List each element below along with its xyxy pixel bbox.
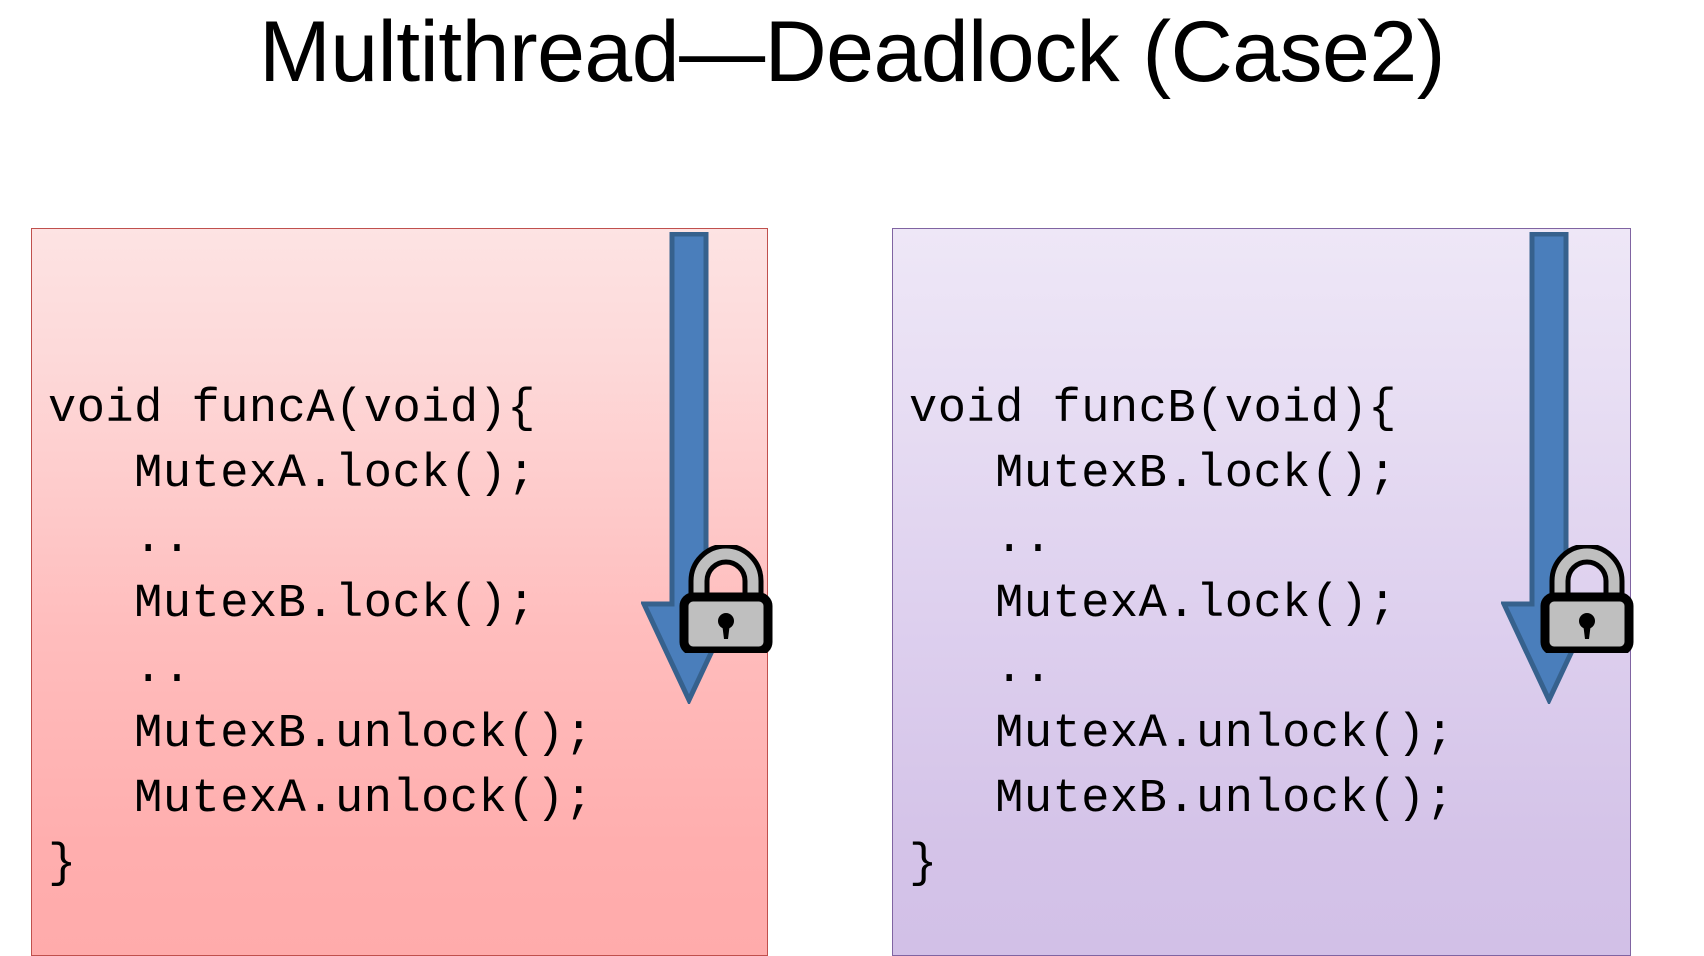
code-panel-funcB: void funcB(void){ MutexB.lock(); .. Mute…: [892, 228, 1631, 956]
code-block-funcB: void funcB(void){ MutexB.lock(); .. Mute…: [909, 383, 1455, 891]
lock-icon-right: [1533, 545, 1641, 653]
code-panel-funcA: void funcA(void){ MutexA.lock(); .. Mute…: [31, 228, 768, 956]
code-block-funcA: void funcA(void){ MutexA.lock(); .. Mute…: [48, 383, 594, 891]
page-title: Multithread—Deadlock (Case2): [259, 4, 1445, 100]
lock-icon-left: [672, 545, 780, 653]
